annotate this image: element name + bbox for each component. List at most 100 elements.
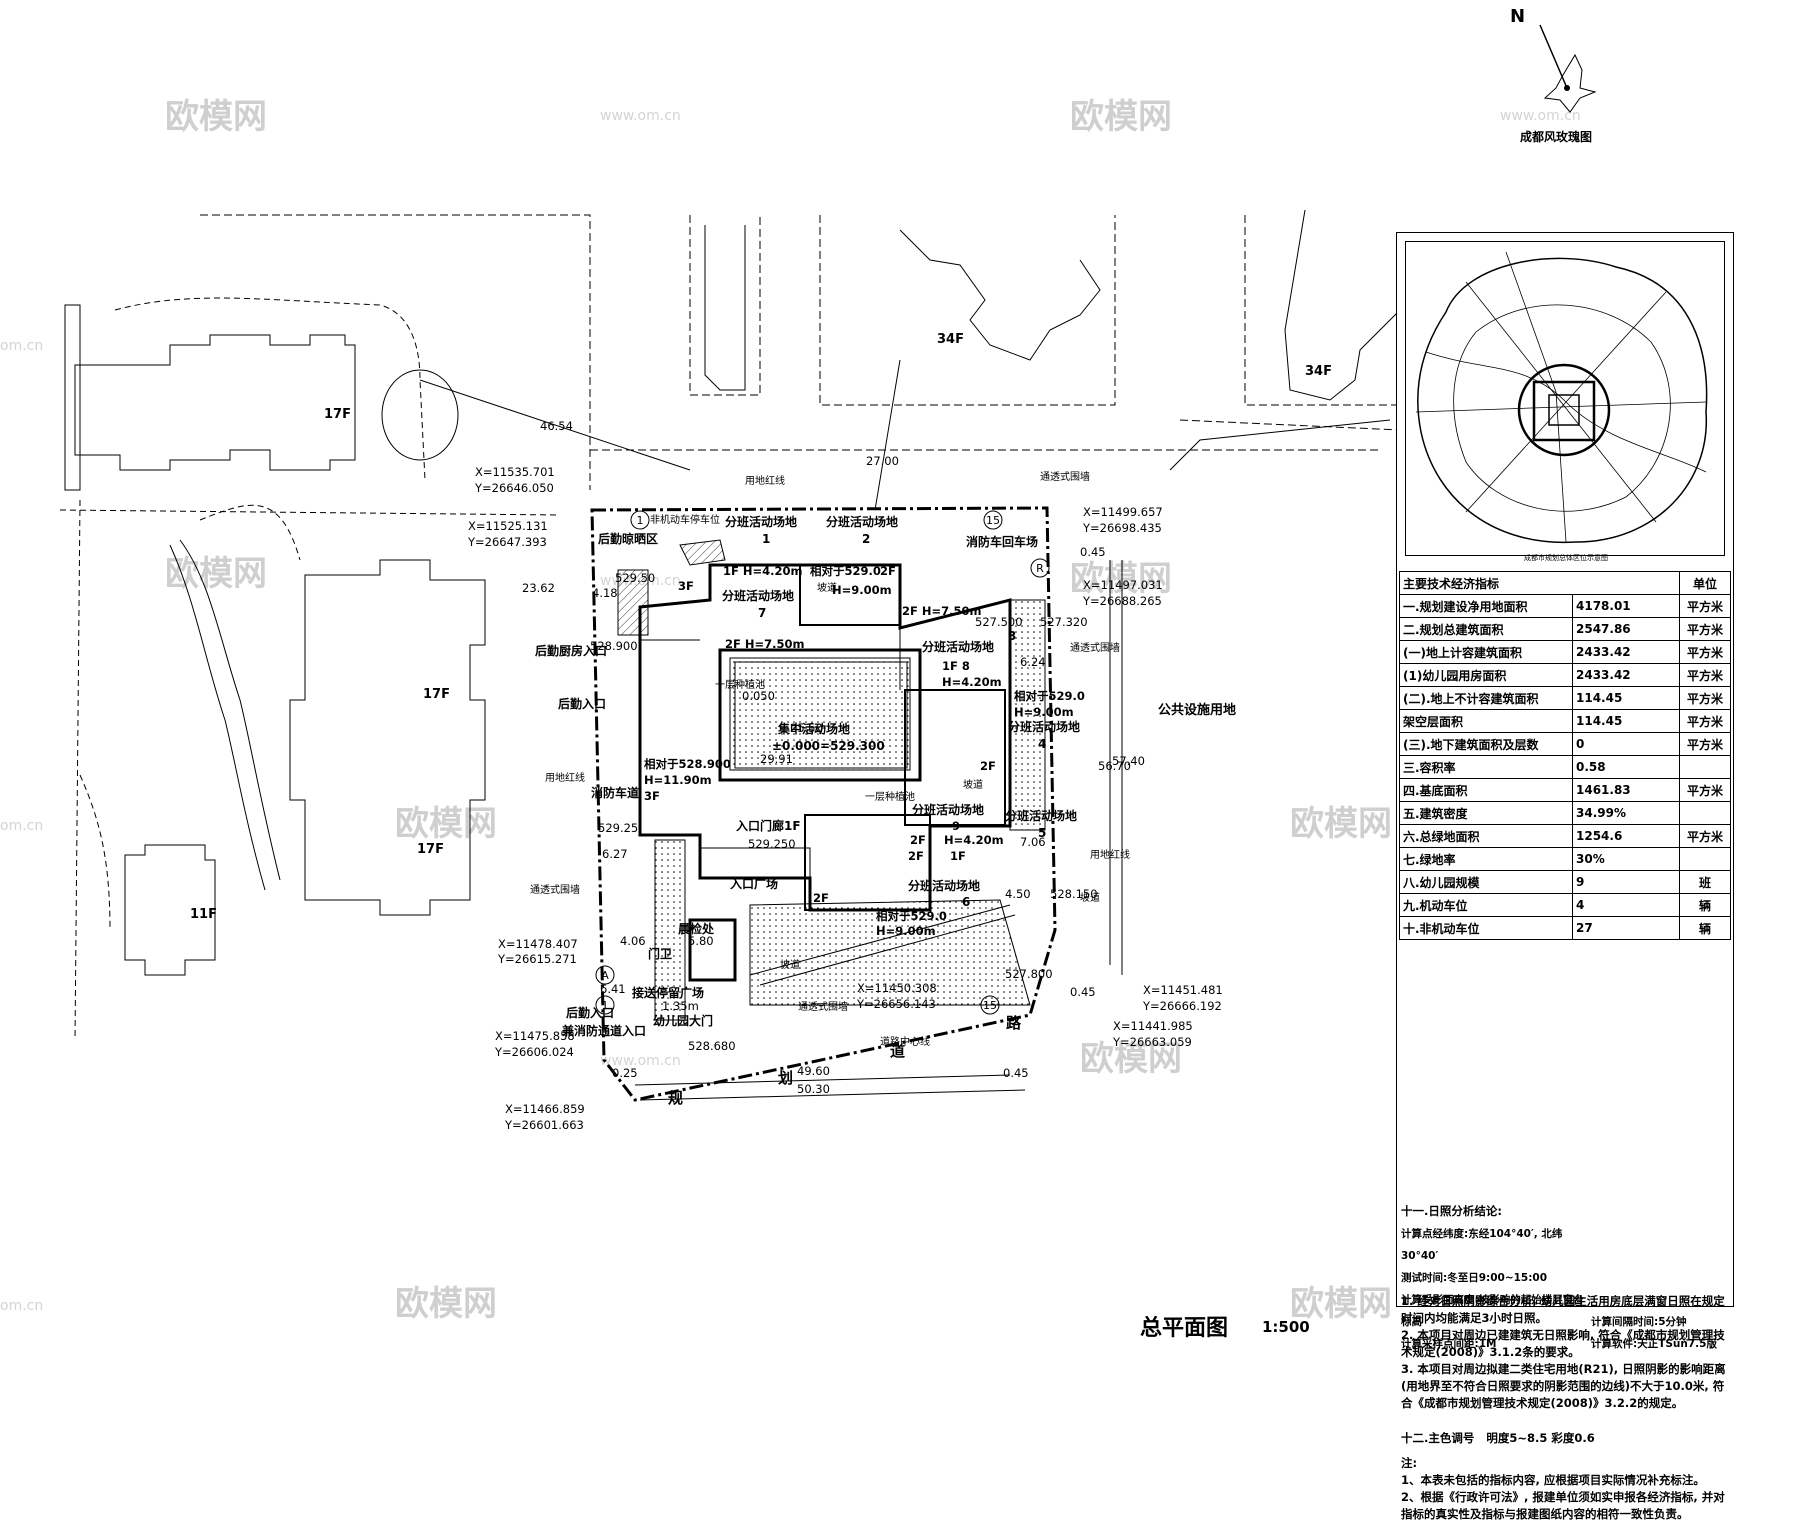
axis-label: A [601, 969, 609, 982]
dimension-label: 57.40 [1112, 754, 1145, 768]
coordinate-y: Y=26646.050 [474, 481, 554, 495]
table-cell-unit: 平方米 [1679, 709, 1731, 733]
landscape-fills [617, 539, 1046, 1021]
watermark-url: www.om.cn [600, 108, 681, 124]
coordinate-x: X=11466.859 [505, 1102, 585, 1116]
table-cell-name: 十.非机动车位 [1399, 916, 1573, 940]
table-cell-name: 九.机动车位 [1399, 893, 1573, 917]
label-2f-h750-b: 2F H=7.50m [902, 604, 981, 618]
sun-lat: 计算点经纬度:东经104°40′, 北纬30°40′ [1401, 1228, 1563, 1262]
table-cell-unit: 平方米 [1679, 778, 1731, 802]
dimension-label: 0.45 [1080, 545, 1106, 559]
label-2f-east: 2F [980, 759, 996, 773]
label-1f-h420: 1F H=4.20m [723, 564, 802, 578]
building-floor-labels: 1F H=4.20m 相对于529.0 2F H=9.00m 3F 2F H=7… [644, 564, 1085, 938]
label-logistics-entry-2: 后勤入口 [566, 1005, 614, 1020]
annotation: 用地红线 [1090, 848, 1130, 861]
table-cell-unit: 平方米 [1679, 594, 1731, 618]
building-labels-existing: 17F 17F 17F 11F 34F 34F [190, 332, 1332, 922]
annotation: 坡道 [817, 581, 837, 594]
axis-markers [595, 510, 1050, 1015]
label-play-5: 分班活动场地 [1005, 808, 1077, 823]
table-cell-name: 八.幼儿园规模 [1399, 870, 1573, 894]
sun-height: 计算受影面高度:被影响的起始楼层窗台标高 [1401, 1294, 1584, 1328]
annotation: 通透式围墙 [1040, 470, 1090, 483]
label-play-7: 分班活动场地 [722, 588, 794, 603]
coordinate-x: X=11441.985 [1113, 1019, 1193, 1033]
dimension-label: 23.62 [522, 581, 555, 595]
note-item: 1. 经对日照阴影综合分析, 幼儿园生活用房底层满窗日照在规定时间内均能满足3小… [1401, 1294, 1725, 1325]
level-label: 0.050 [742, 689, 775, 703]
label-2f-ss: 2F [813, 891, 829, 905]
label-road-3: 划 [778, 1069, 793, 1087]
final-notes: 注: 1、本表未包括的指标内容, 应根据项目实际情况补充标注。 2、根据《行政许… [1401, 1455, 1731, 1523]
building-11f: 11F [190, 907, 217, 922]
annotation: 道路中心线 [880, 1035, 930, 1048]
building-17f-top: 17F [324, 407, 351, 422]
annotation: 通透式围墙 [798, 1000, 848, 1013]
coordinate-y: Y=26656.143 [856, 997, 936, 1011]
level-labels: 529.50 528.900 529.25 529.250 527.500 52… [590, 571, 1098, 1053]
dimension-label: 4.18 [592, 586, 618, 600]
table-cell-name: 三.容积率 [1399, 755, 1573, 779]
label-play-7-no: 7 [758, 606, 766, 620]
label-h900-s: H=9.00m [876, 924, 936, 938]
dimension-label: 49.60 [797, 1064, 830, 1078]
coordinate-x: X=11450.308 [857, 981, 937, 995]
table-cell-value: 4 [1572, 893, 1680, 917]
building-34f-right: 34F [1305, 364, 1332, 379]
level-label: 527.320 [1040, 615, 1088, 629]
annotation: 通透式围墙 [530, 883, 580, 896]
dimension-label: 25.50 [790, 721, 823, 735]
axis-label: 15 [986, 514, 1000, 527]
label-public-land: 公共设施用地 [1158, 702, 1236, 718]
label-fire-access-entry: 兼消防通道入口 [561, 1023, 646, 1038]
table-cell-name: 五.建筑密度 [1399, 801, 1573, 825]
dimension-label: 50.30 [797, 1082, 830, 1096]
watermark-logo: 欧模网 [1070, 97, 1172, 137]
label-9: 9 [952, 819, 960, 833]
table-cell-unit [1679, 755, 1731, 779]
table-cell-name: 架空层面积 [1399, 709, 1573, 733]
site-plan-drawing: 欧模网 www.om.cn 欧模网 www.om.cn 欧模网 www.om.c… [0, 6, 1597, 1324]
label-dropoff-plaza: 接送停留广场 [632, 985, 704, 1000]
label-3f-top: 3F [678, 579, 694, 593]
watermark-url: om.cn [0, 338, 43, 354]
watermark-logo: 欧模网 [1290, 804, 1392, 844]
table-cell-value: 0 [1572, 732, 1680, 756]
final-note-item: 1、本表未包括的指标内容, 应根据项目实际情况补充标注。 [1401, 1473, 1705, 1487]
label-2f-se: 2F [910, 833, 926, 847]
annotation: 非机动车停车位 [650, 513, 720, 526]
table-cell-name: 一.规划建设净用地面积 [1399, 594, 1573, 618]
wind-rose-caption: 成都风玫瑰图 [1520, 130, 1593, 144]
annotation: 坡道 [780, 958, 800, 971]
coordinate-y: Y=26601.663 [504, 1118, 584, 1132]
label-1f-se: 1F [950, 849, 966, 863]
axis-label: 1 [637, 514, 644, 527]
coordinate-x: X=11535.701 [475, 465, 555, 479]
coordinate-y: Y=26606.024 [494, 1045, 574, 1059]
level-label: 529.50 [615, 571, 655, 585]
table-cell-value: 114.45 [1572, 686, 1680, 710]
table-cell-value: 4178.01 [1572, 594, 1680, 618]
label-play-6: 分班活动场地 [908, 878, 980, 893]
watermark-url: om.cn [0, 818, 43, 834]
annotation: 一层种植池 [865, 790, 915, 803]
dimension-label: 5.80 [688, 934, 714, 948]
level-label: 529.250 [748, 837, 796, 851]
watermark-logo: 欧模网 [165, 554, 267, 594]
label-kitchen-entry: 后勤厨房入口 [535, 643, 607, 658]
table-cell-value: 1254.6 [1572, 824, 1680, 848]
table-cell-unit: 辆 [1679, 893, 1731, 917]
north-arrow-label: N [1510, 6, 1525, 27]
table-cell-value: 1461.83 [1572, 778, 1680, 802]
table-cell-name: 七.绿地率 [1399, 847, 1573, 871]
